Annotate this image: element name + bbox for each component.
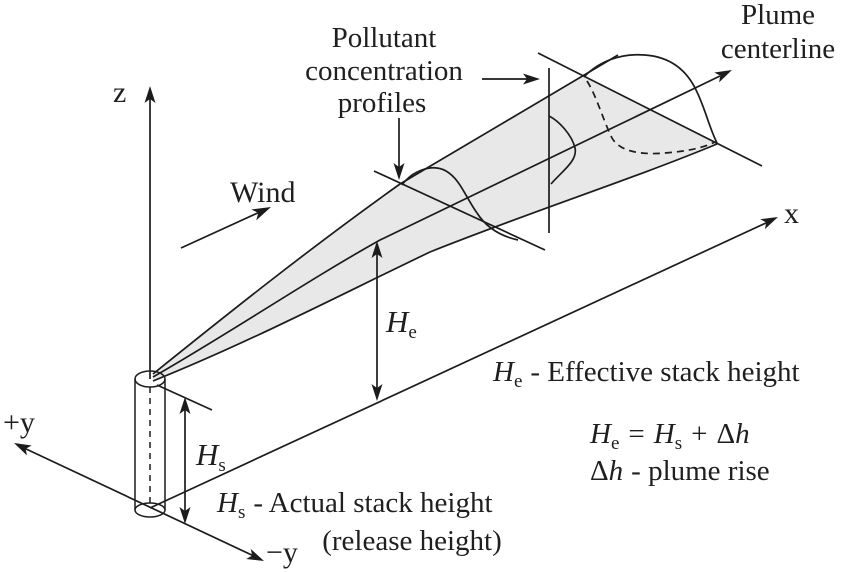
z-axis-label: z — [113, 76, 126, 109]
plume-envelope-fill — [153, 76, 717, 381]
pollutant-label-line1: Pollutant — [332, 22, 437, 54]
z-axis: z — [113, 76, 156, 379]
near-cross-section — [373, 166, 546, 251]
near-pointer-arrowhead — [393, 163, 405, 180]
z-axis-arrowhead — [144, 86, 156, 103]
plume-centerline-annotation: Plume centerline — [721, 0, 835, 65]
he-definition-text: He- Effective stack height — [492, 356, 800, 392]
pollutant-label-line2: concentration — [305, 55, 463, 87]
wind-arrowhead — [251, 207, 271, 221]
near-gaussian-profile — [401, 166, 519, 241]
wind-arrow-line — [180, 210, 263, 249]
plume-centerline-arrowhead — [714, 70, 732, 83]
far-pointer-arrowhead — [523, 73, 540, 85]
stack-height-legend: Hs- Actual stack height (release height) — [216, 487, 502, 557]
y-axis-line — [23, 447, 257, 558]
hs-definition-text: Hs- Actual stack height — [216, 487, 493, 523]
x-axis-arrowhead — [760, 217, 778, 230]
legend-block: He- Effective stack height He=Hs+Δh Δh- … — [492, 356, 800, 487]
hidden-gaussian-profile-dashed — [586, 80, 716, 155]
stack-top-reference-line — [156, 384, 213, 411]
stack-bottom-ellipse — [134, 502, 166, 518]
stack-cylinder — [134, 370, 166, 518]
he-arrowhead-top — [371, 241, 383, 258]
horizontal-gaussian-profile — [583, 53, 718, 144]
far-crosswind-line — [537, 52, 763, 167]
plume-centerline-label-line2: centerline — [721, 33, 835, 65]
plume-rise-definition: Δh- plume rise — [590, 455, 770, 487]
x-axis: x — [149, 197, 799, 509]
far-cross-section — [537, 52, 763, 233]
plus-y-arrowhead — [14, 443, 32, 456]
x-axis-label: x — [784, 197, 799, 230]
effective-height-equation: He=Hs+Δh — [589, 418, 750, 454]
pollutant-profiles-annotation: Pollutant concentration profiles — [305, 22, 540, 180]
plume-outline — [152, 54, 732, 382]
wind-label: Wind — [230, 176, 295, 209]
plume-top-edge — [152, 54, 619, 375]
minus-y-label: −y — [266, 536, 298, 569]
hs-arrowhead-top — [179, 397, 191, 414]
stack-height-dimension: Hs — [179, 397, 226, 524]
he-arrowhead-bottom — [371, 384, 383, 401]
he-dimension-label: He — [385, 304, 417, 343]
plume-centerline-curve — [152, 75, 721, 378]
release-height-text: (release height) — [322, 525, 502, 557]
plume-bottom-edge — [152, 143, 718, 382]
pollutant-label-line3: profiles — [338, 87, 427, 119]
vertical-gaussian-profile — [548, 115, 577, 185]
plus-y-label: +y — [3, 406, 35, 439]
x-axis-line — [149, 221, 769, 509]
wind-annotation: Wind — [180, 176, 295, 249]
plume-centerline-label-line1: Plume — [741, 0, 815, 31]
effective-height-dimension: He — [371, 241, 417, 401]
minus-y-arrowhead — [246, 548, 264, 561]
y-axis: +y −y — [3, 406, 298, 569]
hs-dimension-label: Hs — [195, 437, 226, 476]
hs-arrowhead-bottom — [179, 507, 191, 524]
